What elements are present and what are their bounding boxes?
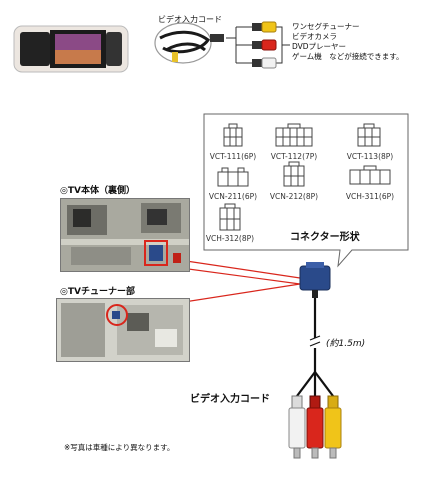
tuner-label: ◎TVチューナー部 (60, 287, 135, 297)
tv-back-label: ◎TV本体（裏側） (60, 186, 135, 196)
bottom-rca-red (306, 395, 324, 459)
cable-length-label: (約1.5m) (326, 339, 366, 349)
connector-label-vct-113: VCT-113(8P) (346, 152, 394, 161)
top-rca-red (252, 39, 277, 51)
connector-icon-vch-312 (219, 203, 241, 231)
top-cable-image (154, 22, 224, 64)
bottom-rca-yellow (324, 395, 342, 459)
connector-label-vch-312: VCH-312(8P) (205, 234, 255, 243)
connector-label-vct-112: VCT-112(7P) (270, 152, 318, 161)
connector-label-vcn-212: VCN-212(8P) (269, 192, 319, 201)
top-cable-label: ビデオ入力コード (158, 15, 222, 24)
connector-icon-vct-111 (223, 123, 243, 147)
connector-label-vcn-211: VCN-211(6P) (208, 192, 258, 201)
source-item: ワンセグチューナー (292, 22, 360, 31)
connector-shapes-box (203, 113, 409, 268)
connector-icon-vcn-212 (283, 161, 305, 187)
source-item: ビデオカメラ (292, 32, 337, 41)
connector-label-vch-311: VCH-311(6P) (345, 192, 395, 201)
top-rca-white (252, 57, 277, 69)
top-rca-yellow (252, 21, 277, 33)
connector-icon-vct-112 (275, 123, 313, 147)
top-bracket (226, 26, 290, 64)
photo-note: ※写真は車種により異なります。 (64, 443, 175, 452)
connector-label-vct-111: VCT-111(6P) (209, 152, 257, 161)
tv-back-photo (60, 198, 190, 272)
blue-connector (299, 262, 331, 298)
source-item: ゲーム機 などが接続できます。 (292, 52, 404, 61)
source-list: ワンセグチューナー ビデオカメラ DVDプレーヤー ゲーム機 などが接続できます… (292, 22, 404, 62)
main-cable (296, 298, 334, 397)
connector-shape-title: コネクター形状 (290, 232, 360, 243)
tv-monitor-image (13, 25, 129, 73)
tuner-photo (56, 298, 190, 362)
connector-icon-vcn-211 (217, 167, 249, 187)
bottom-cable-label: ビデオ入力コード (190, 394, 270, 405)
source-item: DVDプレーヤー (292, 42, 347, 51)
bottom-rca-white (288, 395, 306, 459)
connector-icon-vch-311 (349, 165, 391, 185)
connector-icon-vct-113 (357, 123, 381, 147)
